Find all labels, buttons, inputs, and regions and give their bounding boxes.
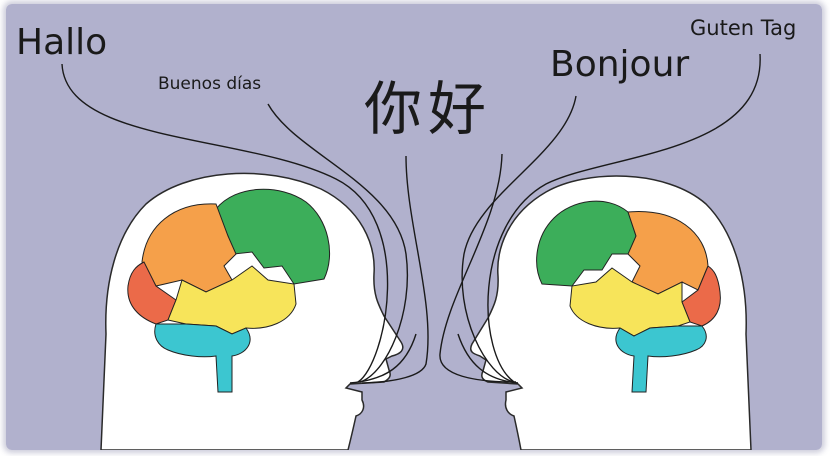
- greeting-guten-tag: Guten Tag: [690, 16, 797, 40]
- greeting-hallo: Hallo: [16, 22, 108, 63]
- left-head: [100, 172, 404, 450]
- greeting-ni-hao: 你好: [364, 75, 493, 143]
- illustration-frame: Hallo Buenos días 你好 Bonjour Guten Tag: [6, 4, 822, 450]
- scene-svg: [6, 4, 822, 450]
- strand-nihao-1: [361, 155, 429, 384]
- left-brain: [127, 188, 331, 393]
- right-brain-green: [536, 200, 637, 287]
- strand-left-1: [349, 333, 417, 384]
- speech-strands: [61, 53, 761, 384]
- strand-bonjour: [461, 95, 577, 383]
- strand-nihao-2: [439, 153, 517, 383]
- greeting-buenos-dias: Buenos días: [158, 74, 262, 94]
- right-head: [469, 175, 752, 450]
- strand-hallo: [61, 63, 389, 383]
- right-brain-teal: [615, 325, 707, 393]
- right-brain: [536, 200, 721, 393]
- strand-right-1: [457, 333, 519, 384]
- strand-guten: [487, 53, 761, 383]
- left-brain-green: [215, 188, 331, 285]
- greeting-bonjour: Bonjour: [550, 44, 690, 85]
- left-brain-teal: [154, 323, 251, 393]
- strand-buenos: [267, 103, 408, 383]
